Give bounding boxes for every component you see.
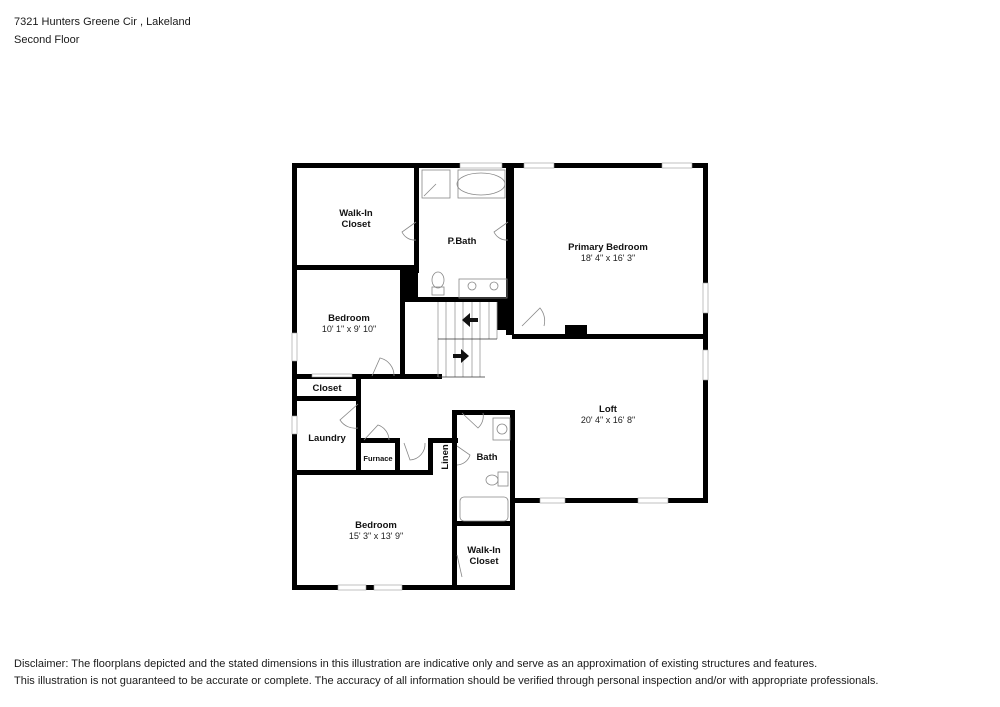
room-label: Closet [312, 383, 342, 394]
arrow-left-icon [462, 313, 478, 327]
disclaimer-line-2: This illustration is not guaranteed to b… [14, 675, 879, 687]
sink-icon [492, 417, 511, 441]
room-label: P.Bath [448, 236, 477, 247]
room-label: Primary Bedroom [568, 242, 648, 253]
toilet-icon [485, 474, 499, 486]
arrow-right-icon [453, 349, 469, 363]
room-label: Loft [599, 404, 618, 415]
disclaimer-line-1: Disclaimer: The floorplans depicted and … [14, 658, 818, 670]
toilet-icon [431, 271, 445, 289]
bathtub-icon [459, 496, 509, 522]
room-label: Laundry [308, 433, 346, 444]
room-label: Linen [440, 444, 451, 470]
room-dimensions: 15' 3" x 13' 9" [349, 531, 403, 541]
walls [292, 163, 708, 590]
room-label: Furnace [363, 454, 392, 463]
room-label: Bath [476, 452, 497, 463]
stair-arrows [453, 313, 478, 363]
bathtub-icon [456, 172, 506, 196]
room-label: Closet [469, 556, 499, 567]
floor-label: Second Floor [14, 34, 80, 46]
room-dimensions: 10' 1" x 9' 10" [322, 324, 376, 334]
windows [291, 162, 709, 591]
room-label: Bedroom [328, 313, 370, 324]
fixtures [421, 169, 511, 522]
staircase [437, 302, 498, 378]
room-label: Closet [341, 219, 371, 230]
room-dimensions: 20' 4" x 16' 8" [581, 415, 635, 425]
property-address: 7321 Hunters Greene Cir , Lakeland [14, 16, 191, 28]
room-dimensions: 18' 4" x 16' 3" [581, 253, 635, 263]
room-label: Walk-In [339, 208, 373, 219]
doors [339, 221, 546, 578]
room-label: Bedroom [355, 520, 397, 531]
room-label: Walk-In [467, 545, 501, 556]
double-vanity-icon [458, 278, 508, 299]
shower-icon [421, 169, 451, 199]
